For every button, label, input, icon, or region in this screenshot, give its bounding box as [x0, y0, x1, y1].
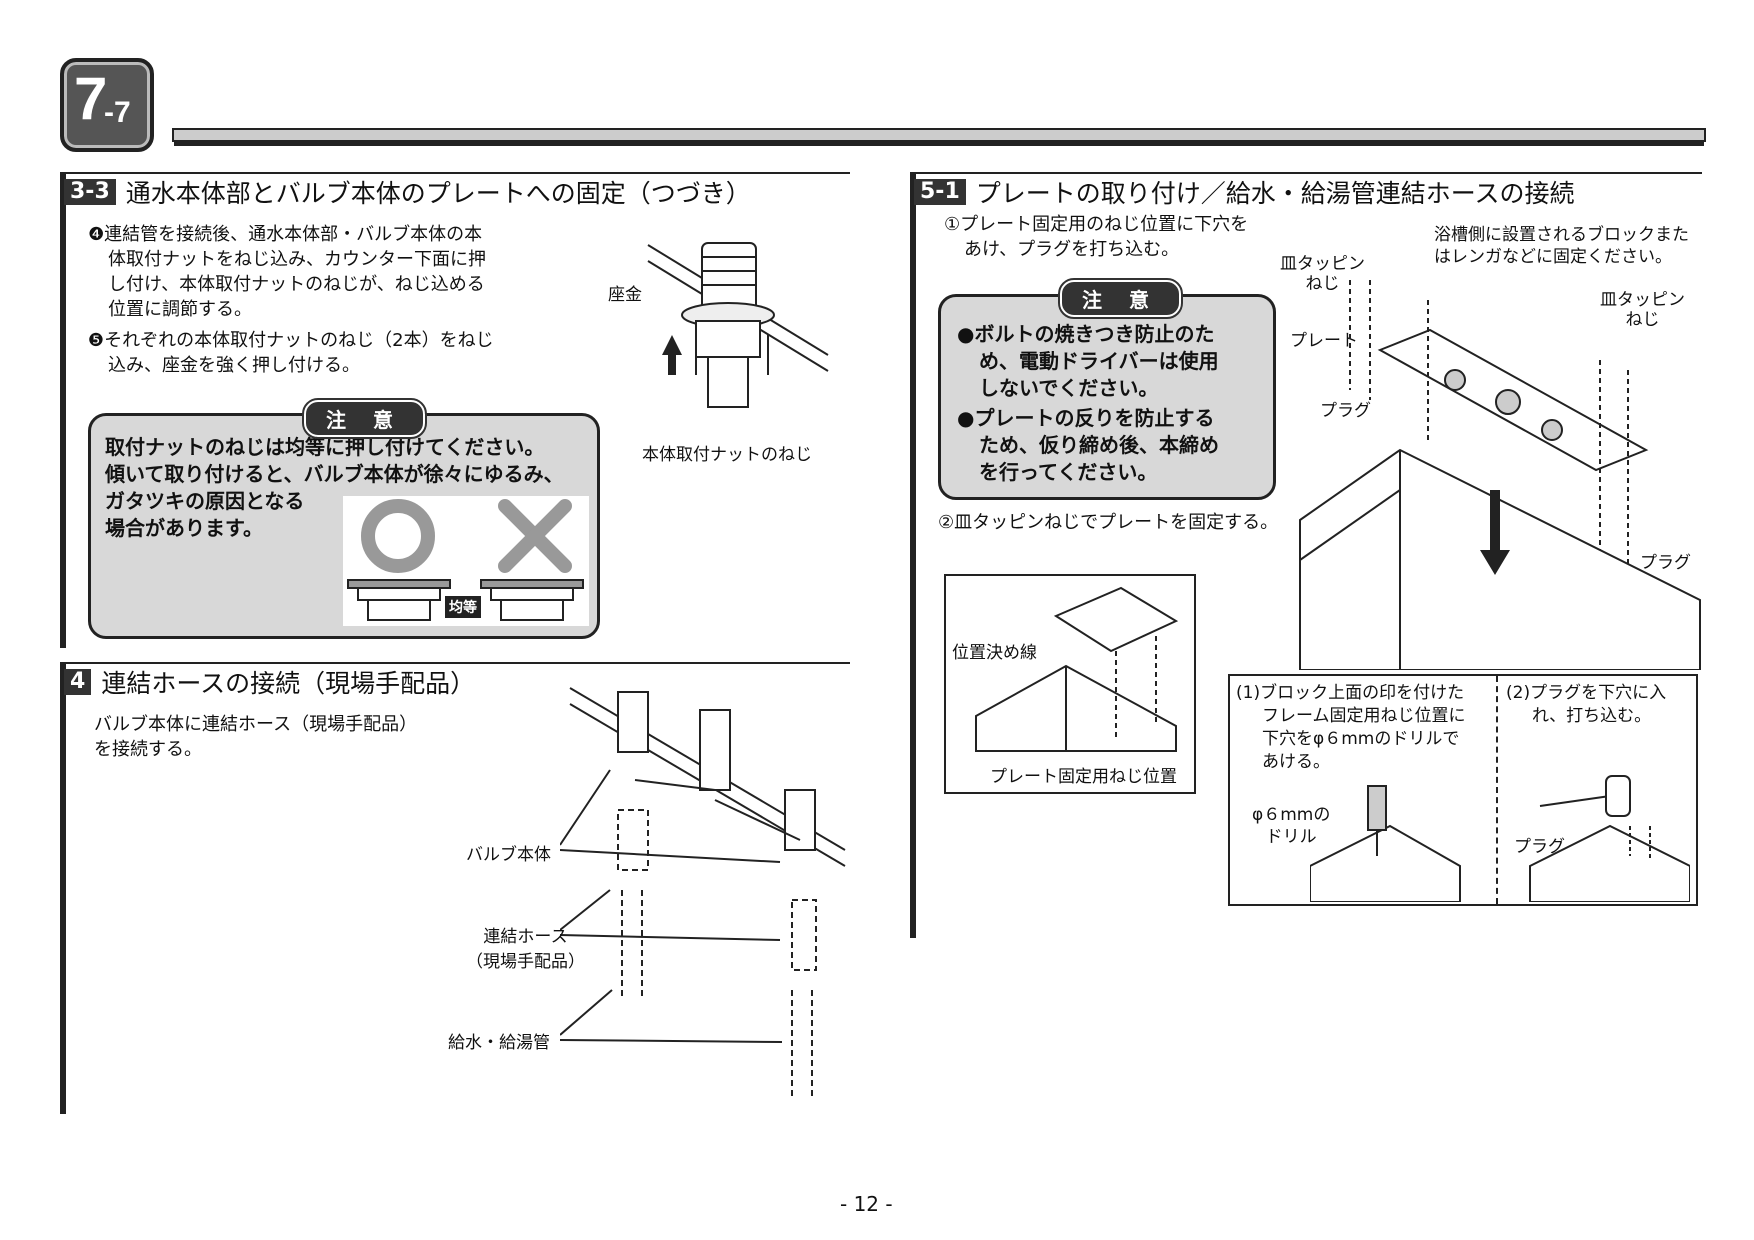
step-4-line-2: 体取付ナットをねじ込み、カウンター下面に押: [108, 249, 486, 270]
caution-label-3-3: 注 意: [302, 398, 427, 439]
label-drill: φ６mmの ドリル: [1252, 804, 1330, 848]
caution-box-5-1: ●ボルトの焼きつき防止のた め、電動ドライバーは使用 しないでください。 ●プレ…: [938, 294, 1276, 500]
label-plate: プレート: [1290, 331, 1358, 351]
sub-step-1: (1)ブロック上面の印を付けた フレーム固定用ねじ位置に 下穴をφ６mmのドリル…: [1236, 682, 1466, 774]
step-4-line-3: し付け、本体取付ナットのねじが、ねじ込める: [108, 274, 485, 295]
hose-connection-illustration: [560, 687, 846, 1100]
inset-divider: [1496, 676, 1498, 904]
chapter-sub-number: -7: [104, 96, 131, 129]
label-drill-line-1: φ６mmの: [1252, 805, 1331, 825]
caution-item-1-line-1: ●ボルトの焼きつき防止のた: [957, 322, 1215, 346]
label-screw-left-line-2: ねじ: [1305, 274, 1340, 294]
desc-line-2: を接続する。: [94, 739, 202, 760]
chapter-number: 7: [74, 65, 107, 132]
page-number: - 12 -: [840, 1192, 893, 1216]
label-screw-right-line-2: ねじ: [1625, 310, 1660, 330]
label-screw-left-line-1: 皿タッピン: [1280, 254, 1365, 274]
label-nut-screw: 本体取付ナットのねじ: [642, 445, 812, 465]
section-3-3-steps: ❹連結管を接続後、通水本体部・バルブ本体の本 体取付ナットをねじ込み、カウンター…: [88, 222, 568, 378]
caution-box-3-3: 取付ナットのねじは均等に押し付けてください。 傾いて取り付けると、バルブ本体が徐…: [88, 413, 600, 639]
section-4-desc: バルブ本体に連結ホース（現場手配品） を接続する。: [94, 712, 417, 762]
header-rule: [172, 128, 1706, 142]
label-washer: 座金: [608, 285, 642, 305]
caution-line-2: 傾いて取り付けると、バルブ本体が徐々にゆるみ、: [105, 462, 564, 486]
drill-hammer-illustration: [1310, 775, 1690, 902]
section-5-1-step-2: ②皿タッピンねじでプレートを固定する。: [938, 512, 1279, 533]
label-drill-line-2: ドリル: [1265, 827, 1317, 847]
valve-nut-illustration: [647, 242, 829, 408]
caution-line-1: 取付ナットのねじは均等に押し付けてください。: [105, 435, 545, 459]
chapter-badge: 7 -7: [60, 58, 154, 152]
section-4-line: [60, 662, 850, 664]
section-5-1-step-1: ①プレート固定用のねじ位置に下穴を あけ、プラグを打ち込む。: [944, 212, 1248, 262]
step-4-line-4: 位置に調節する。: [108, 299, 252, 320]
step-1-line-2: あけ、プラグを打ち込む。: [964, 239, 1180, 260]
inset-position-line: 位置決め線 プレート固定用ねじ位置: [944, 574, 1196, 794]
section-5-1-bar: [910, 172, 916, 938]
caution-item-1-line-3: しないでください。: [979, 376, 1159, 400]
label-even: 均等: [445, 596, 481, 618]
caution-label-5-1: 注 意: [1058, 278, 1183, 319]
ok-ng-illustration: [347, 499, 584, 621]
caution-line-4: 場合があります。: [105, 516, 263, 540]
fix-note-line-2: はレンガなどに固定ください。: [1434, 247, 1672, 267]
section-number: 5-1: [914, 179, 966, 205]
sub-step-2-line-1: (2)プラグを下穴に入: [1506, 683, 1667, 703]
step-4-line-1: ❹連結管を接続後、通水本体部・バルブ本体の本: [88, 224, 483, 245]
label-valve-body: バルブ本体: [466, 845, 551, 865]
desc-line-1: バルブ本体に連結ホース（現場手配品）: [94, 714, 418, 735]
label-plug-inset: プラグ: [1514, 837, 1565, 857]
section-4-heading: 4 連結ホースの接続（現場手配品）: [64, 664, 475, 700]
sub-step-1-line-3: 下穴をφ６mmのドリルで: [1262, 729, 1460, 749]
label-position-line: 位置決め線: [952, 643, 1037, 663]
sub-step-2: (2)プラグを下穴に入 れ、打ち込む。: [1506, 682, 1666, 728]
label-hose-line-1: 連結ホース: [483, 927, 568, 947]
label-supply-pipe: 給水・給湯管: [448, 1033, 550, 1053]
even-illustration: 均等: [343, 496, 589, 626]
section-3-3-bar: [60, 172, 66, 648]
caution-line-3: ガタツキの原因となる: [105, 489, 305, 513]
step-5-line-1: ❺それぞれの本体取付ナットのねじ（2本）をねじ: [88, 330, 494, 351]
section-title: 連結ホースの接続（現場手配品）: [101, 669, 476, 698]
label-plug-right: プラグ: [1640, 553, 1691, 573]
label-plate-screw-position: プレート固定用ねじ位置: [990, 767, 1177, 787]
section-number: 4: [64, 669, 92, 695]
caution-item-2-line-3: を行ってください。: [979, 460, 1158, 484]
step-5-line-2: 込み、座金を強く押し付ける。: [108, 355, 360, 376]
step-1-line-1: ①プレート固定用のねじ位置に下穴を: [944, 214, 1249, 235]
fix-note: 浴槽側に設置されるブロックまた はレンガなどに固定ください。: [1434, 224, 1689, 268]
inset-drill-plug: (1)ブロック上面の印を付けた フレーム固定用ねじ位置に 下穴をφ６mmのドリル…: [1228, 674, 1698, 906]
caution-item-1-line-2: め、電動ドライバーは使用: [979, 349, 1219, 373]
sub-step-1-line-2: フレーム固定用ねじ位置に: [1262, 706, 1466, 726]
sub-step-1-line-1: (1)ブロック上面の印を付けた: [1236, 683, 1465, 703]
section-5-1-heading: 5-1 プレートの取り付け／給水・給湯管連結ホースの接続: [914, 174, 1575, 210]
label-screw-right: 皿タッピン ねじ: [1600, 290, 1685, 330]
sub-step-2-line-2: れ、打ち込む。: [1532, 706, 1652, 726]
inset-position-illustration: [975, 586, 1179, 752]
label-hose: 連結ホース （現場手配品）: [466, 922, 585, 972]
section-title: 通水本体部とバルブ本体のプレートへの固定（つづき）: [125, 179, 751, 208]
caution-item-2-line-2: ため、仮り締め後、本締め: [979, 433, 1219, 457]
section-title: プレートの取り付け／給水・給湯管連結ホースの接続: [975, 179, 1575, 208]
label-plug-left: プラグ: [1320, 401, 1371, 421]
caution-item-2-line-1: ●プレートの反りを防止する: [957, 406, 1215, 430]
label-screw-right-line-1: 皿タッピン: [1600, 290, 1685, 310]
label-screw-left: 皿タッピン ねじ: [1280, 254, 1365, 294]
label-hose-line-2: （現場手配品）: [466, 952, 585, 972]
fix-note-line-1: 浴槽側に設置されるブロックまた: [1434, 225, 1689, 245]
section-3-3-line: [60, 172, 850, 174]
header-rule-shadow: [174, 142, 1704, 146]
plate-mounting-illustration: [1299, 280, 1701, 670]
section-3-3-heading: 3-3 通水本体部とバルブ本体のプレートへの固定（つづき）: [64, 174, 751, 210]
section-number: 3-3: [64, 179, 116, 205]
sub-step-1-line-4: あける。: [1262, 752, 1330, 772]
section-4-bar: [60, 662, 66, 1114]
section-5-1-line: [910, 172, 1702, 174]
